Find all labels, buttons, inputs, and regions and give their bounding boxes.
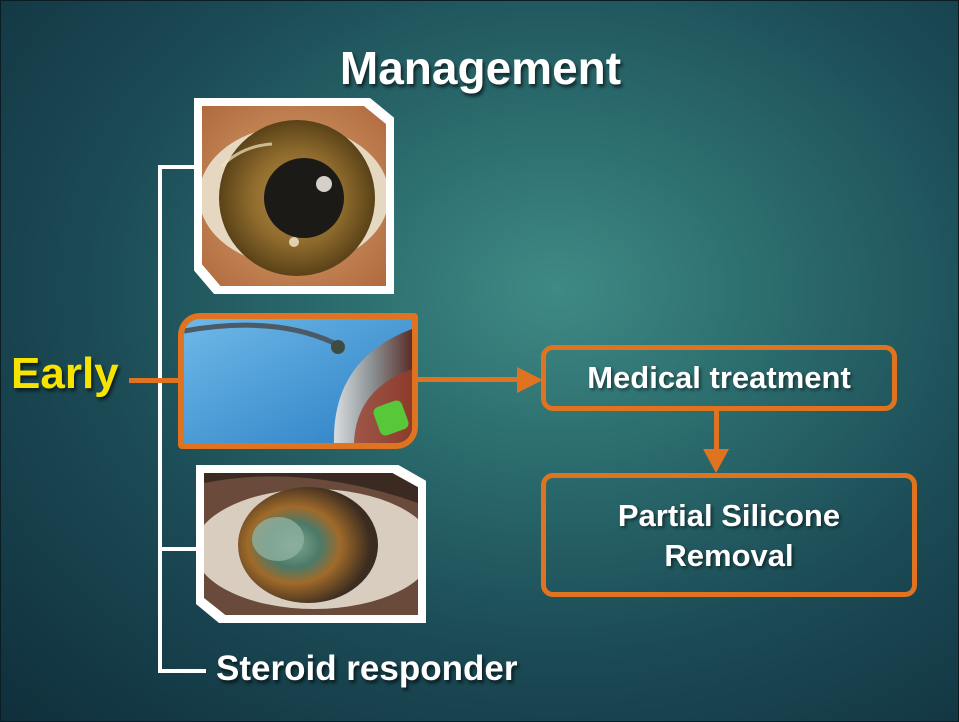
arrow-right-icon <box>517 367 543 393</box>
partial-removal-line1: Partial Silicone <box>546 496 912 536</box>
medical-treatment-box: Medical treatment <box>541 345 897 411</box>
early-label: Early <box>11 349 119 399</box>
bracket-steroid-branch <box>158 669 206 673</box>
eye-pupil-photo <box>194 98 394 294</box>
arrow-to-medical-shaft <box>418 377 523 382</box>
bracket-bottom-branch <box>158 547 200 551</box>
bracket-vertical-line <box>158 167 162 673</box>
partial-removal-line2: Removal <box>546 536 912 576</box>
slide-title: Management <box>1 41 959 95</box>
steroid-responder-label: Steroid responder <box>216 649 517 689</box>
corneal-opacity-eye-photo <box>196 465 426 623</box>
arrow-down-icon <box>703 449 729 473</box>
arrow-down-shaft <box>714 411 719 453</box>
bracket-top-branch <box>158 165 200 169</box>
partial-silicone-removal-box: Partial Silicone Removal <box>541 473 917 597</box>
early-connector-line <box>129 378 179 383</box>
silicone-oil-eye-photo <box>178 313 418 449</box>
